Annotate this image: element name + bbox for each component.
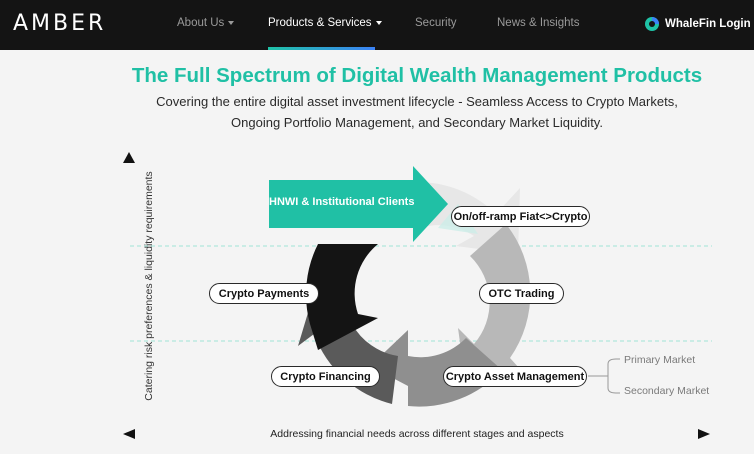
- secondary-market-label[interactable]: Secondary Market: [624, 385, 710, 397]
- cycle-segment-payments: [306, 244, 378, 350]
- amber-logo[interactable]: AMBER: [13, 11, 107, 36]
- pill-crypto-asset-management[interactable]: Crypto Asset Management: [443, 366, 587, 387]
- client-entry-arrow: [269, 166, 448, 242]
- whalefin-login-button[interactable]: WhaleFin Login: [644, 14, 751, 34]
- cycle-segment-otc: [458, 224, 531, 386]
- whalefin-login-label: WhaleFin Login: [665, 18, 751, 30]
- x-axis-arrowhead-left: [123, 429, 135, 439]
- nav-news-insights[interactable]: News & Insights: [497, 17, 580, 29]
- pill-crypto-financing[interactable]: Crypto Financing: [271, 366, 380, 387]
- nav-security[interactable]: Security: [415, 17, 457, 29]
- market-bracket: [588, 358, 620, 394]
- page-subtitle-line2: Ongoing Portfolio Management, and Second…: [231, 115, 603, 130]
- nav-products-services[interactable]: Products & Services: [268, 17, 382, 29]
- top-navbar: AMBER About Us Products & Services Secur…: [0, 0, 754, 50]
- active-tab-indicator: [268, 47, 375, 50]
- hnwi-institutional-clients-label[interactable]: HNWI & Institutional Clients: [269, 196, 415, 208]
- x-axis-label: Addressing financial needs across differ…: [270, 428, 564, 440]
- primary-market-label[interactable]: Primary Market: [624, 354, 696, 366]
- page-title: The Full Spectrum of Digital Wealth Mana…: [131, 64, 703, 87]
- pill-onoff-ramp[interactable]: On/off-ramp Fiat<>Crypto: [451, 206, 590, 227]
- pill-otc-trading[interactable]: OTC Trading: [479, 283, 564, 304]
- nav-about-us-label: About Us: [177, 17, 225, 29]
- y-axis-label: Catering risk preferences & liquidity re…: [143, 171, 155, 401]
- nav-products-services-label: Products & Services: [268, 17, 372, 29]
- chevron-down-icon: [375, 20, 382, 25]
- chevron-down-icon: [228, 20, 235, 25]
- whalefin-logo-icon: [645, 17, 659, 31]
- pill-crypto-payments[interactable]: Crypto Payments: [209, 283, 319, 304]
- cycle-segment-asset-mgmt: [370, 330, 502, 407]
- nav-about-us[interactable]: About Us: [177, 17, 235, 29]
- y-axis-arrowhead: [123, 152, 135, 163]
- page-subtitle-line1: Covering the entire digital asset invest…: [156, 94, 678, 109]
- x-axis-arrowhead-right: [698, 429, 710, 439]
